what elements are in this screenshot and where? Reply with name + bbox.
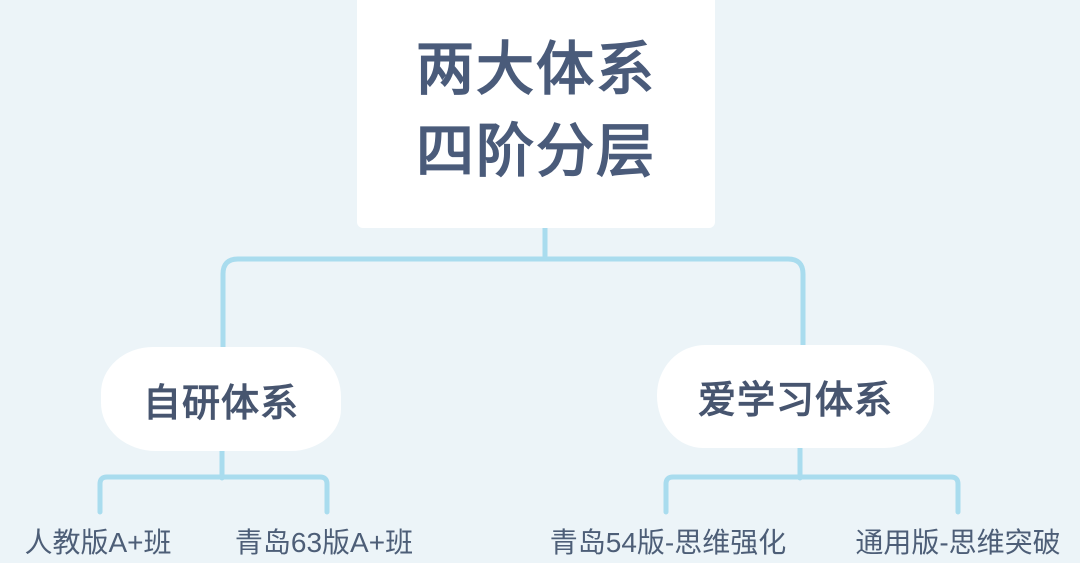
root-node-card: 两大体系 四阶分层	[357, 0, 715, 228]
right-sub-bracket-line	[663, 474, 961, 515]
main-bracket-line	[220, 256, 806, 355]
leaf-label-qingdao63-aplus: 青岛63版A+班	[234, 527, 414, 558]
leaf-label-tongyong-siwei: 通用版-思维突破	[855, 527, 1061, 558]
leaf-label-qingdao54-siwei: 青岛54版-思维强化	[549, 527, 787, 558]
title-line-2: 四阶分层	[415, 119, 656, 184]
branch-node-label: 自研体系	[142, 382, 299, 425]
branch-node-self-developed: 自研体系	[101, 347, 341, 451]
left-sub-bracket-line	[97, 474, 330, 515]
branch-node-aixuexi: 爱学习体系	[657, 345, 934, 448]
title-line-1: 两大体系	[415, 37, 656, 102]
branch-node-label: 爱学习体系	[697, 380, 893, 422]
leaf-label-renjiao-aplus: 人教版A+班	[24, 527, 172, 558]
